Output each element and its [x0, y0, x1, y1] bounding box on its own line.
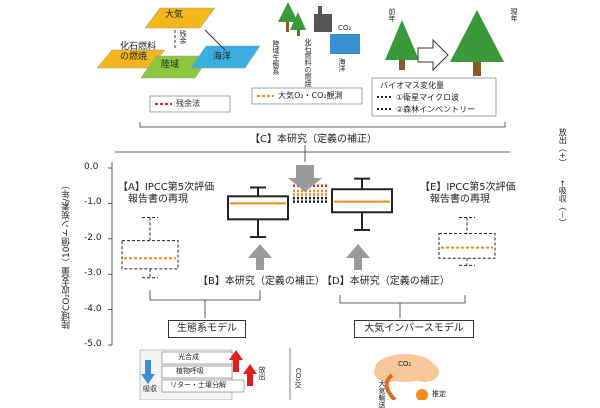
up-arrow-b [248, 244, 272, 270]
up-arrow-d [346, 244, 370, 270]
land-tile [140, 55, 211, 79]
y-ticks [108, 167, 112, 346]
this-year-label: 現年 [510, 8, 519, 22]
cloud-co2-label: CO₂ [398, 360, 412, 368]
label-a: 【A】IPCC第5次評価 報告書の再現 [118, 182, 215, 205]
co2-label: CO₂ [338, 24, 352, 32]
label-e: 【E】IPCC第5次評価 報告書の再現 [420, 182, 516, 205]
legend-obs-label: 大気O₂・CO₂観測 [278, 91, 343, 100]
y-tick-label: 0.0 [84, 162, 99, 172]
ocean-arrow [204, 29, 226, 51]
legend-residual-label: 残余法 [176, 99, 200, 108]
inverse-model-box: 大気インバースモデル [354, 320, 474, 338]
atmosphere-label: 大気 [165, 10, 184, 20]
legend-biomass-box [371, 77, 497, 117]
study-c-label: 【C】本研究（定義の補正） [250, 134, 377, 145]
atmosphere-tile [144, 7, 216, 29]
ocean-tile [190, 45, 261, 69]
fossil-fuel-label: 化石燃料 の燃焼 [120, 42, 157, 63]
plant-resp-label: 植物呼吸 [176, 367, 204, 375]
biomass-title: バイオマス変化量 [380, 81, 444, 90]
y-tick-label: -4.0 [84, 303, 102, 314]
this-year-tree-icon [450, 10, 504, 62]
legend-residual-box [149, 95, 231, 113]
estimate-label: 推定 [432, 390, 446, 398]
y-tick-label: -5.0 [84, 339, 102, 349]
ocean-small-label: 海洋 [338, 58, 347, 72]
method-lines [293, 184, 328, 203]
photosynthesis-label: 光合成 [178, 353, 199, 361]
y-axis-title: 陸域CO₂収支量（10億トン炭素/年） [62, 180, 72, 330]
eco-model-box: 生態系モデル [168, 320, 246, 338]
residual-vertical-label: 残余 [179, 30, 188, 44]
release-arrow-icon [229, 350, 243, 372]
absorb-label: 吸収 [143, 385, 157, 393]
box-A [121, 240, 179, 270]
ocean-label: 海洋 [213, 52, 232, 62]
prev-year-tree-icon [385, 20, 419, 60]
y-tick-label: -3.0 [84, 268, 102, 279]
y-tick-label: -2.0 [84, 232, 102, 243]
biomass-item2: ②森林インベントリー [396, 105, 476, 114]
growth-arrow-icon [417, 38, 449, 72]
estimate-icon [416, 389, 428, 400]
study-b-label: 【B】本研究（定義の補正） [198, 276, 325, 287]
down-arrow-c [288, 165, 322, 192]
co2-exchange-label: CO₂交 [294, 368, 303, 389]
transport-label: 大気輸送 [378, 380, 387, 408]
land-label: 陸域 [161, 60, 180, 70]
box-E [438, 232, 496, 259]
tree-icon [290, 12, 306, 30]
box-B [227, 195, 289, 221]
y-tick-label: -1.0 [84, 197, 102, 208]
absorption-label: ←吸収（－） [558, 180, 568, 227]
tree-icon [278, 2, 298, 22]
top-bracket [139, 122, 506, 128]
litter-label: リター・土壌分解 [170, 381, 226, 389]
factory-icon [314, 14, 332, 32]
prev-year-label: 前年 [388, 8, 397, 22]
absorb-arrow-icon [141, 360, 155, 384]
release-arrow-icon [243, 364, 257, 386]
transport-arrow-icon [384, 373, 397, 400]
box-plots [121, 177, 496, 279]
biomass-item1: ①衛星マイクロ波 [396, 93, 460, 102]
legend-obs-box [251, 87, 363, 105]
ocean-icon [330, 34, 360, 54]
emission-label: 放出（+） [558, 128, 568, 167]
study-d-label: 【D】本研究（定義の補正） [322, 276, 450, 287]
fossil-fuel-burn-label: 化石燃料の燃焼 [304, 38, 313, 87]
release-label: 放出 [258, 366, 267, 380]
land-ecosystem-label: 陸域生態系 [272, 40, 281, 75]
